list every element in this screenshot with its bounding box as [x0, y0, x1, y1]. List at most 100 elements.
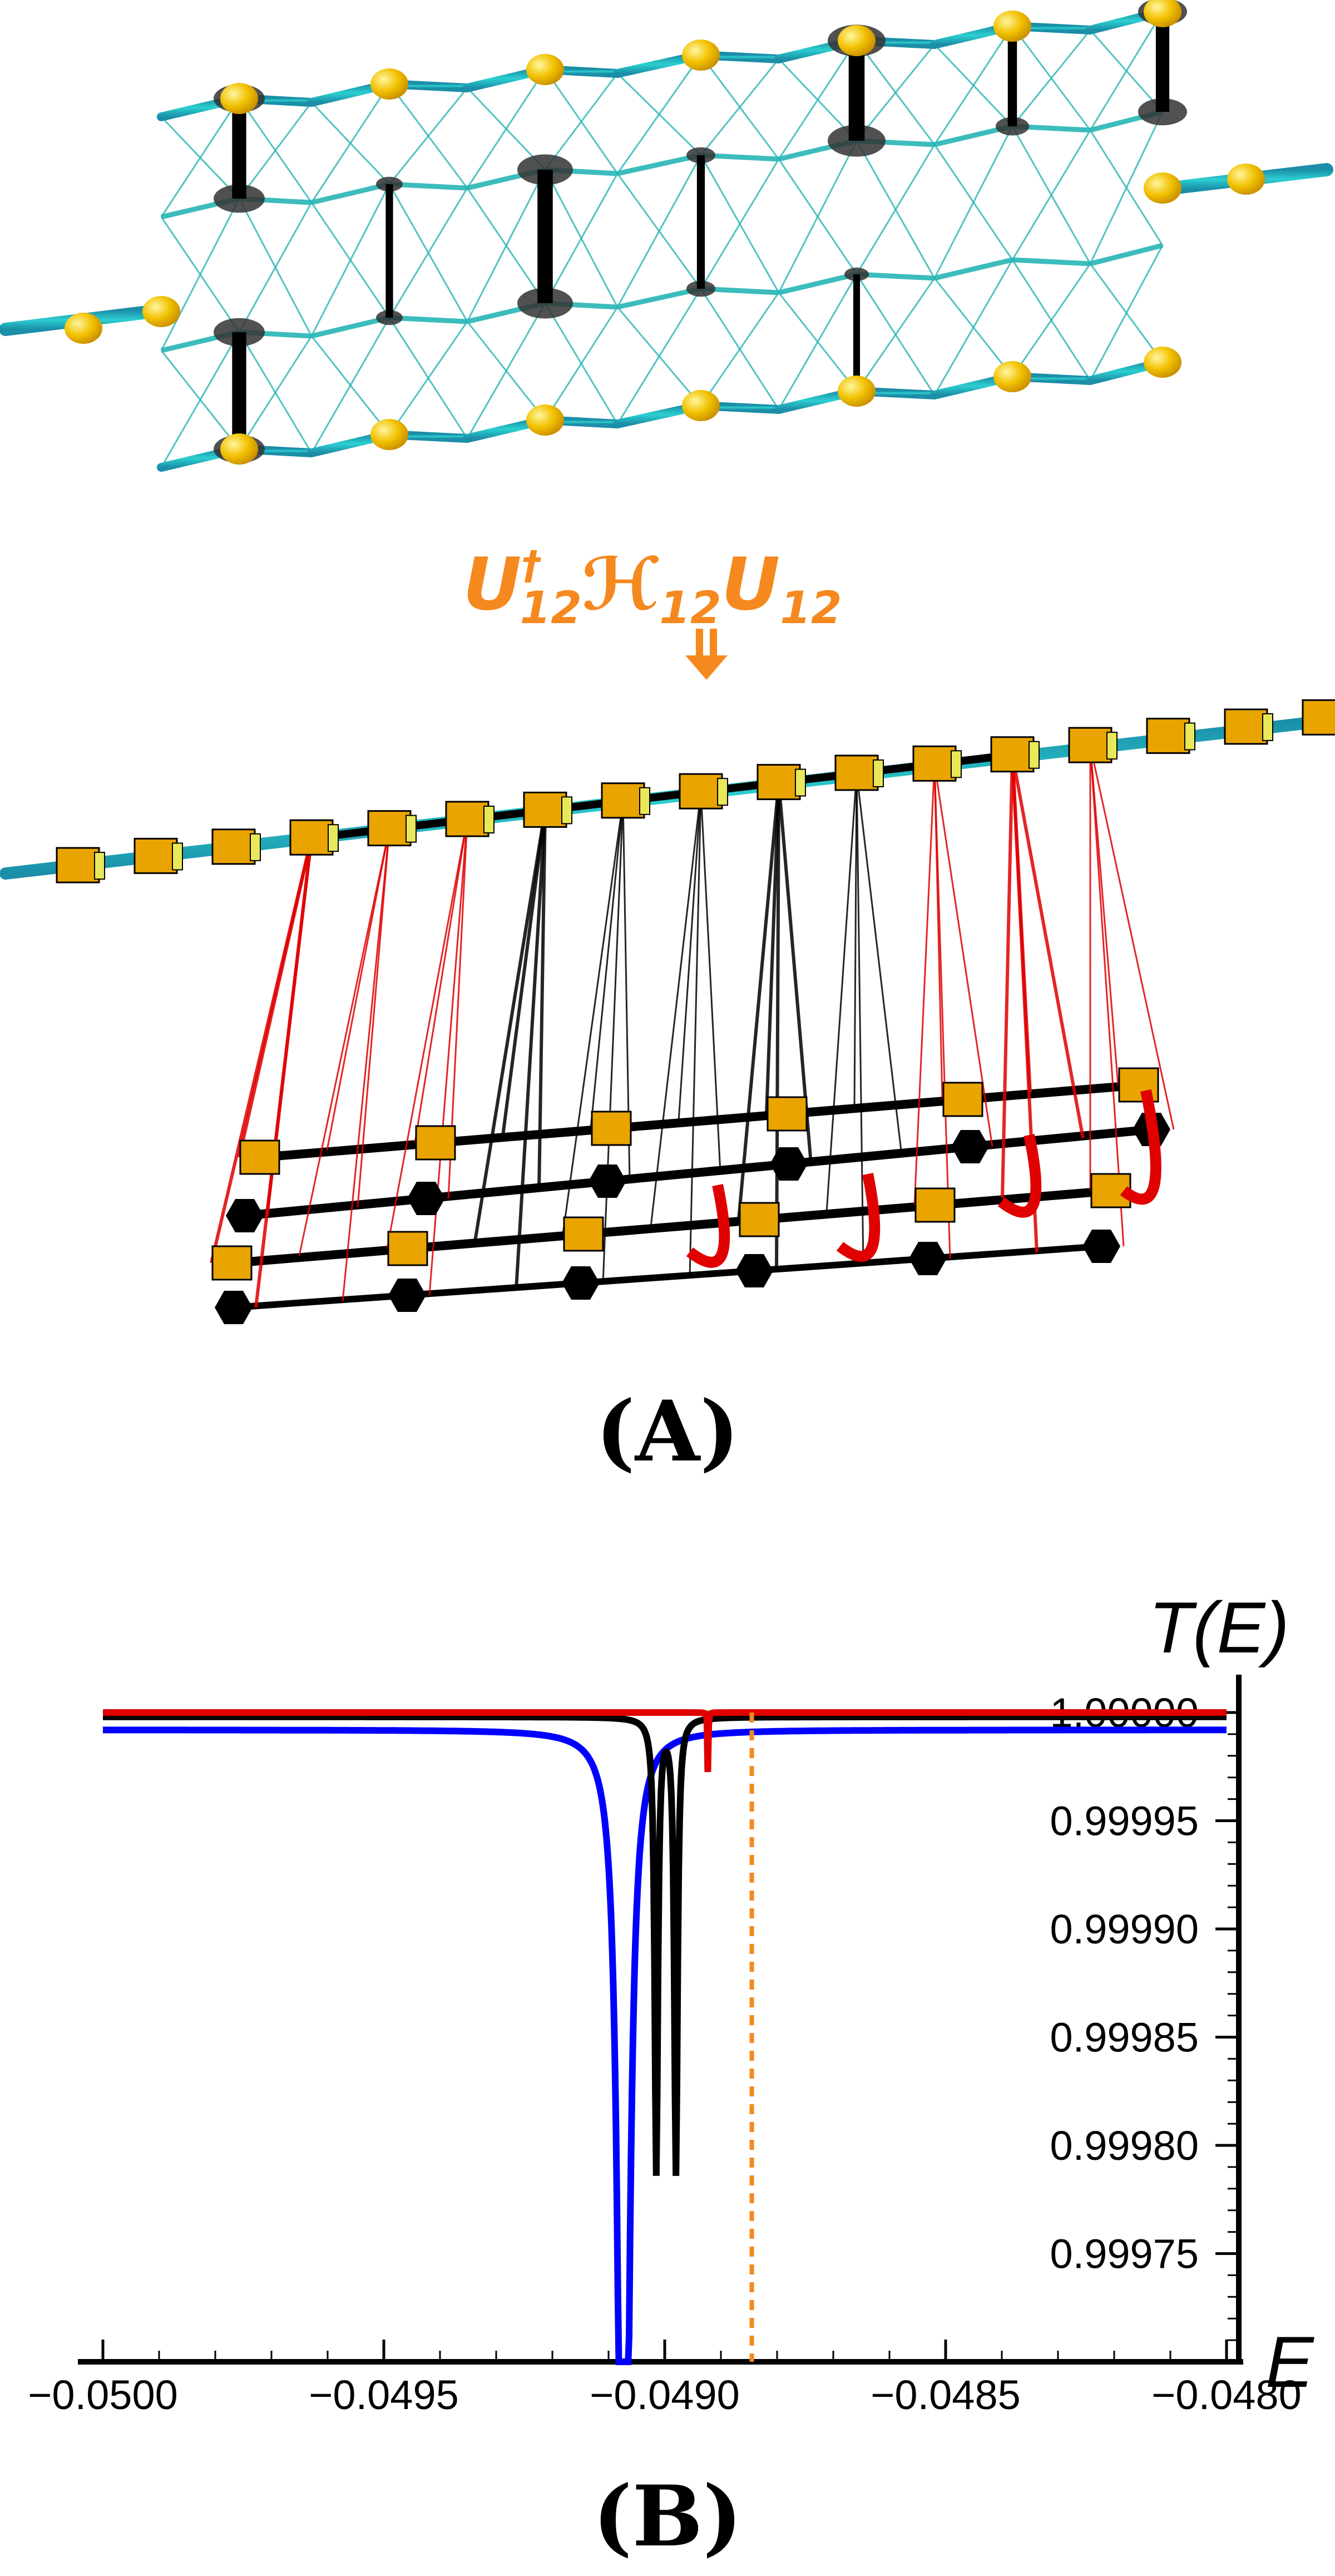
- chain-backbone: [311, 751, 1013, 842]
- mid-bond: [1089, 243, 1164, 267]
- ladder-hexagon: [226, 1199, 264, 1232]
- x-tick-label: −0.0485: [871, 2372, 1021, 2418]
- site-node: [220, 433, 258, 465]
- coupling: [473, 810, 547, 1242]
- ladder-cube: [591, 1111, 632, 1146]
- chain-cube-side: [328, 824, 339, 852]
- ladder-cube: [387, 1231, 428, 1266]
- chain-cube-side: [951, 750, 962, 778]
- chain-cube-side: [1262, 713, 1273, 741]
- mid-bond: [933, 257, 1013, 281]
- bond: [238, 102, 313, 199]
- site-node: [1227, 164, 1265, 195]
- chain-cube: [367, 810, 412, 847]
- bond: [160, 198, 240, 351]
- series-line: [103, 1713, 1227, 2176]
- bond: [616, 55, 702, 174]
- chain-cube: [1068, 727, 1112, 763]
- chain-cube-side: [1029, 741, 1040, 769]
- coupling: [562, 801, 624, 1235]
- bond: [700, 292, 780, 406]
- coupling: [678, 792, 702, 1122]
- chain-cube: [1146, 718, 1190, 754]
- coupling: [537, 810, 547, 1190]
- site-node: [993, 11, 1031, 42]
- coupling: [357, 828, 390, 1207]
- chain-cube-side: [1184, 722, 1195, 751]
- ladder-hexagon: [215, 1291, 253, 1324]
- transformed-chain-diagram: [0, 699, 1335, 1324]
- coupling: [856, 773, 864, 1265]
- coupling: [515, 810, 547, 1290]
- ladder-hexagon: [1082, 1230, 1120, 1263]
- coupling: [775, 782, 780, 1271]
- coupling: [1011, 754, 1085, 1139]
- y-tick-label: 0.99990: [1050, 1906, 1199, 1952]
- y-tick-label: 0.99985: [1050, 2015, 1199, 2061]
- svg-text:U†12ℋ12U12: U†12ℋ12U12: [463, 542, 842, 634]
- series-line: [103, 1709, 1227, 1773]
- y-axis-title: T(E): [1149, 1587, 1289, 1668]
- chain-cube: [1224, 708, 1268, 745]
- bond: [778, 140, 858, 293]
- coupling: [326, 828, 390, 1151]
- bond: [466, 303, 546, 439]
- coupling: [602, 801, 624, 1284]
- bond: [616, 288, 702, 425]
- coupling: [650, 792, 702, 1227]
- mid-bond: [310, 181, 390, 205]
- y-tick-label: 0.99975: [1050, 2231, 1199, 2277]
- chain-cube-side: [717, 778, 728, 806]
- coupling: [825, 773, 858, 1213]
- chain-cube-side: [172, 842, 183, 871]
- site-node: [838, 25, 876, 56]
- bond: [238, 202, 313, 333]
- site-node: [526, 54, 564, 85]
- coupling: [1001, 754, 1014, 1198]
- chain-cube: [601, 782, 645, 819]
- ladder-cube: [415, 1125, 456, 1161]
- coupling: [700, 792, 721, 1173]
- coupling: [414, 819, 468, 1143]
- chain-cube: [56, 847, 100, 884]
- bond: [388, 87, 468, 185]
- bond: [466, 69, 546, 189]
- ladder-hexagon: [388, 1279, 426, 1312]
- ladder-cube: [767, 1096, 808, 1132]
- red-loop: [997, 1133, 1042, 1218]
- chain-cube: [912, 745, 957, 782]
- site-node: [1144, 347, 1181, 378]
- chain-cube-side: [94, 852, 105, 880]
- bond: [388, 321, 468, 435]
- chain-cube: [679, 773, 723, 810]
- bond: [1089, 245, 1164, 381]
- x-tick-label: −0.0495: [309, 2372, 459, 2418]
- x-tick-label: −0.0490: [590, 2372, 740, 2418]
- bond: [544, 73, 619, 170]
- site-node: [1144, 0, 1181, 27]
- site-node: [65, 313, 102, 344]
- ladder-cube: [239, 1139, 280, 1175]
- transmission-chart: −0.0500−0.0495−0.0490−0.0485−0.04801.000…: [28, 1587, 1314, 2418]
- bond: [1089, 11, 1164, 131]
- coupling: [933, 764, 951, 1259]
- chain-cube-side: [1106, 732, 1118, 760]
- red-loop: [686, 1183, 730, 1268]
- ladder-hexagon: [589, 1164, 626, 1198]
- chain-cube-side: [250, 833, 261, 861]
- bond: [310, 83, 390, 203]
- coupling: [386, 819, 468, 1249]
- bond: [388, 187, 468, 318]
- x-tick-label: −0.0480: [1151, 2372, 1302, 2418]
- chain-cube: [289, 819, 334, 856]
- ladder-hexagon: [909, 1242, 947, 1275]
- coupling: [1089, 745, 1175, 1130]
- bond: [544, 173, 619, 304]
- chain-cube: [445, 801, 490, 837]
- eq-sub3: 12: [780, 582, 842, 634]
- bond: [856, 44, 936, 141]
- site-node: [526, 404, 564, 436]
- coupling: [342, 828, 390, 1302]
- mid-bond: [856, 272, 935, 281]
- bond: [310, 184, 390, 337]
